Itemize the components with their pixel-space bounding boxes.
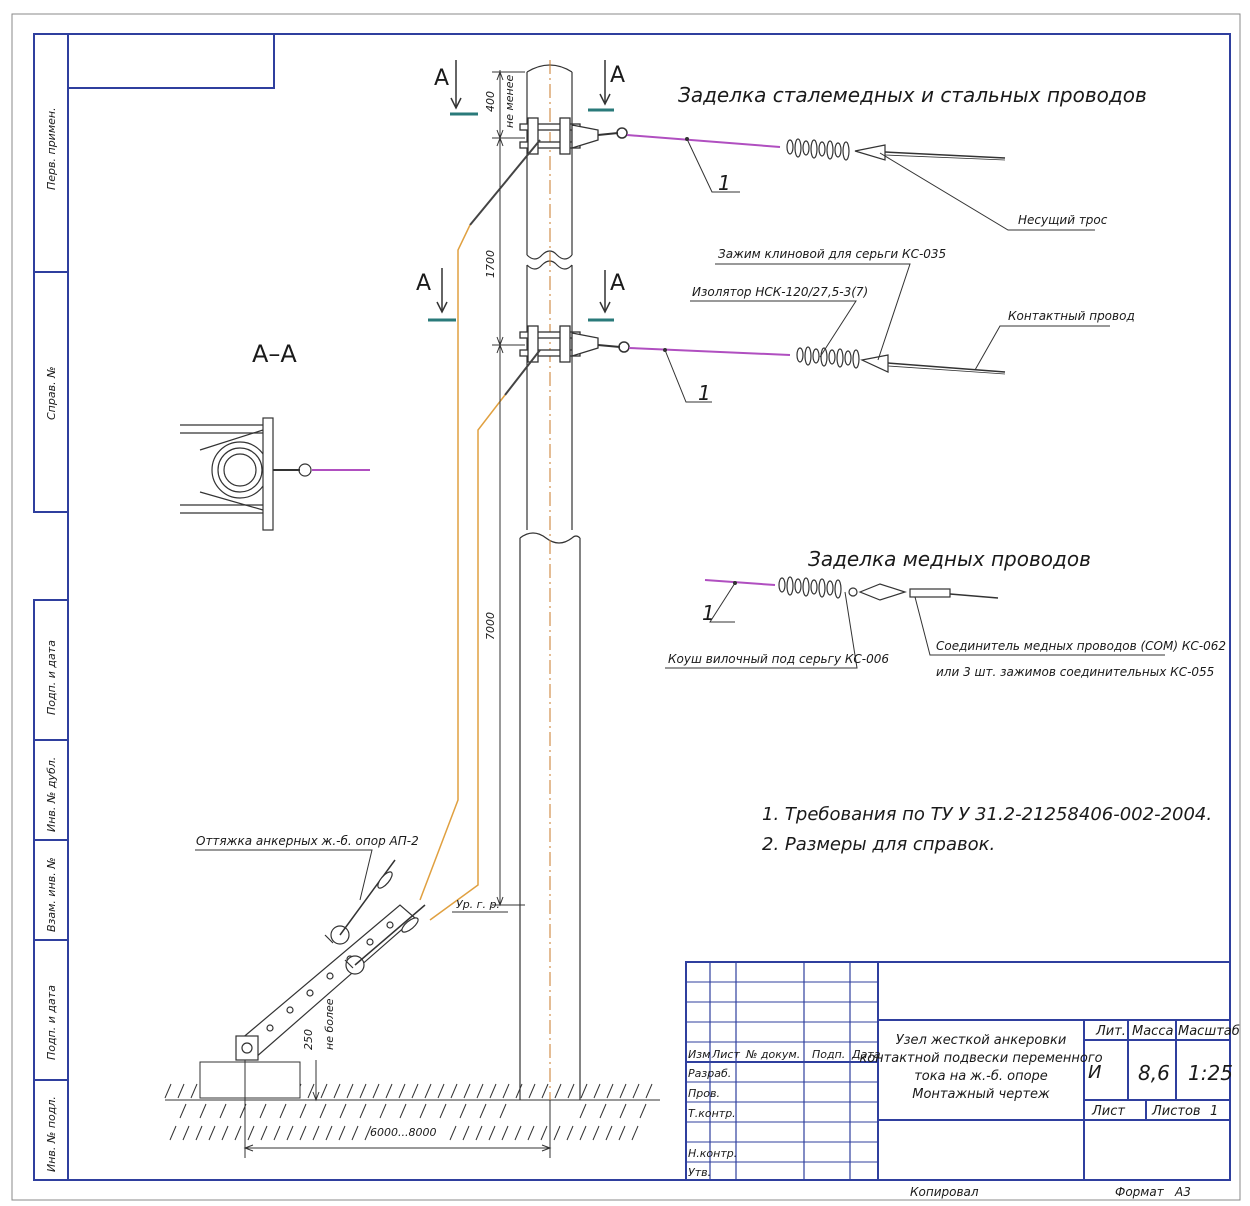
pole-clamp-top	[519, 117, 599, 155]
top-wire-assembly	[597, 127, 1006, 161]
ground-level-label: Ур. г. р.	[456, 898, 500, 911]
position-1: 1	[698, 381, 711, 405]
dim-not-less: не менее	[503, 75, 516, 128]
corner-box	[67, 33, 275, 89]
footer-format-value: А3	[1174, 1185, 1191, 1199]
pole-clamp-bottom	[519, 325, 599, 363]
tb-scale-value: 1:25	[1188, 1061, 1233, 1085]
note-2: 2. Размеры для справок.	[762, 834, 995, 855]
bottom-wire-assembly	[597, 341, 1006, 375]
section-view	[180, 417, 312, 531]
section-title: А–А	[252, 340, 297, 368]
position-1: 1	[718, 171, 731, 195]
foundation-block	[199, 1061, 301, 1099]
label-connector-1: Соединитель медных проводов (СОМ) КС-062	[936, 639, 1226, 653]
svg-text:А: А	[416, 271, 431, 296]
tb-description: контактной подвески переменного	[859, 1051, 1102, 1066]
anchor-assembly	[235, 859, 426, 1061]
ground-conductor	[419, 224, 471, 901]
tb-header: Изм	[688, 1048, 710, 1061]
tb-description: Узел жесткой анкеровки	[896, 1033, 1067, 1048]
svg-text:А: А	[610, 63, 625, 88]
tb-role: Разраб.	[688, 1067, 731, 1080]
copper-wire-assembly	[704, 576, 999, 601]
brace-strut	[469, 139, 541, 226]
ground-conductor	[429, 394, 506, 921]
dim-7000: 7000	[484, 612, 497, 640]
svg-text:А: А	[434, 66, 449, 91]
dim-1700: 1700	[484, 250, 497, 278]
tb-lit-value: И	[1088, 1062, 1101, 1083]
tb-role: Н.контр.	[688, 1147, 737, 1160]
tb-header: № докум.	[745, 1048, 800, 1061]
copper-title: Заделка медных проводов	[808, 547, 1091, 571]
label-connector-2: или 3 шт. зажимов соединительных КС-055	[936, 665, 1214, 679]
strip-label: Перв. примен.	[45, 107, 58, 190]
leader-lines	[195, 138, 1165, 901]
tb-role: Пров.	[688, 1087, 720, 1100]
tb-sheets-label: Листов	[1151, 1104, 1201, 1119]
inner-frame	[67, 33, 1231, 1181]
top-title: Заделка сталемедных и стальных проводов	[678, 83, 1147, 107]
section-marker: А	[416, 268, 456, 322]
label-contact: Контактный провод	[1008, 309, 1135, 323]
strip-label: Взам. инв. №	[45, 857, 58, 932]
strip-label: Подп. и дата	[45, 985, 58, 1060]
dim-base: 6000...8000	[370, 1126, 436, 1139]
brace-strut	[504, 349, 541, 396]
tb-mass-label: Масса	[1132, 1024, 1173, 1039]
title-block-rows	[686, 981, 878, 1163]
pole	[519, 64, 581, 1100]
label-carrier: Несущий трос	[1018, 213, 1108, 227]
position-1: 1	[702, 601, 715, 625]
tb-scale-label: Масштаб	[1178, 1024, 1240, 1039]
label-fork: Коуш вилочный под серьгу КС-006	[668, 652, 889, 666]
dim-not-more: не более	[323, 998, 336, 1050]
tb-description: Монтажный чертеж	[912, 1087, 1050, 1102]
left-strip	[33, 33, 69, 1181]
section-marker: А	[434, 60, 478, 116]
tb-lit-label: Лит.	[1095, 1024, 1126, 1039]
tb-sheets-value: 1	[1210, 1104, 1218, 1119]
strip-label: Инв. № дубл.	[45, 757, 58, 832]
label-guy: Оттяжка анкерных ж.-б. опор АП-2	[196, 834, 419, 848]
tb-sheet-label: Лист	[1091, 1104, 1125, 1119]
tb-role: Т.контр.	[688, 1107, 736, 1120]
tb-role: Утв.	[688, 1166, 711, 1179]
tb-description: тока на ж.-б. опоре	[914, 1069, 1048, 1084]
outer-frame	[11, 13, 1241, 1201]
tb-header: Дата	[851, 1048, 881, 1061]
dim-400: 400	[484, 91, 497, 112]
dim-250: 250	[302, 1029, 315, 1050]
footer-copied: Копировал	[910, 1185, 979, 1199]
svg-text:А: А	[610, 271, 625, 296]
footer-format: Формат	[1115, 1185, 1165, 1199]
title-block	[685, 961, 1231, 1181]
ground-hatch	[164, 1083, 660, 1141]
tb-header: Лист	[711, 1048, 740, 1061]
label-clamp: Зажим клиновой для серьги КС-035	[718, 247, 946, 261]
strip-label: Справ. №	[45, 366, 58, 420]
tb-mass-value: 8,6	[1138, 1061, 1170, 1085]
section-marker: А	[588, 60, 625, 112]
strip-label: Инв. № подл.	[45, 1096, 58, 1172]
note-1: 1. Требования по ТУ У 31.2-21258406-002-…	[762, 804, 1212, 825]
dimension-lines	[243, 70, 552, 1158]
tb-header: Подп.	[812, 1048, 845, 1061]
strip-label: Подп. и дата	[45, 640, 58, 715]
label-insulator: Изолятор НСК-120/27,5-3(7)	[692, 285, 868, 299]
section-marker: А	[588, 270, 625, 322]
